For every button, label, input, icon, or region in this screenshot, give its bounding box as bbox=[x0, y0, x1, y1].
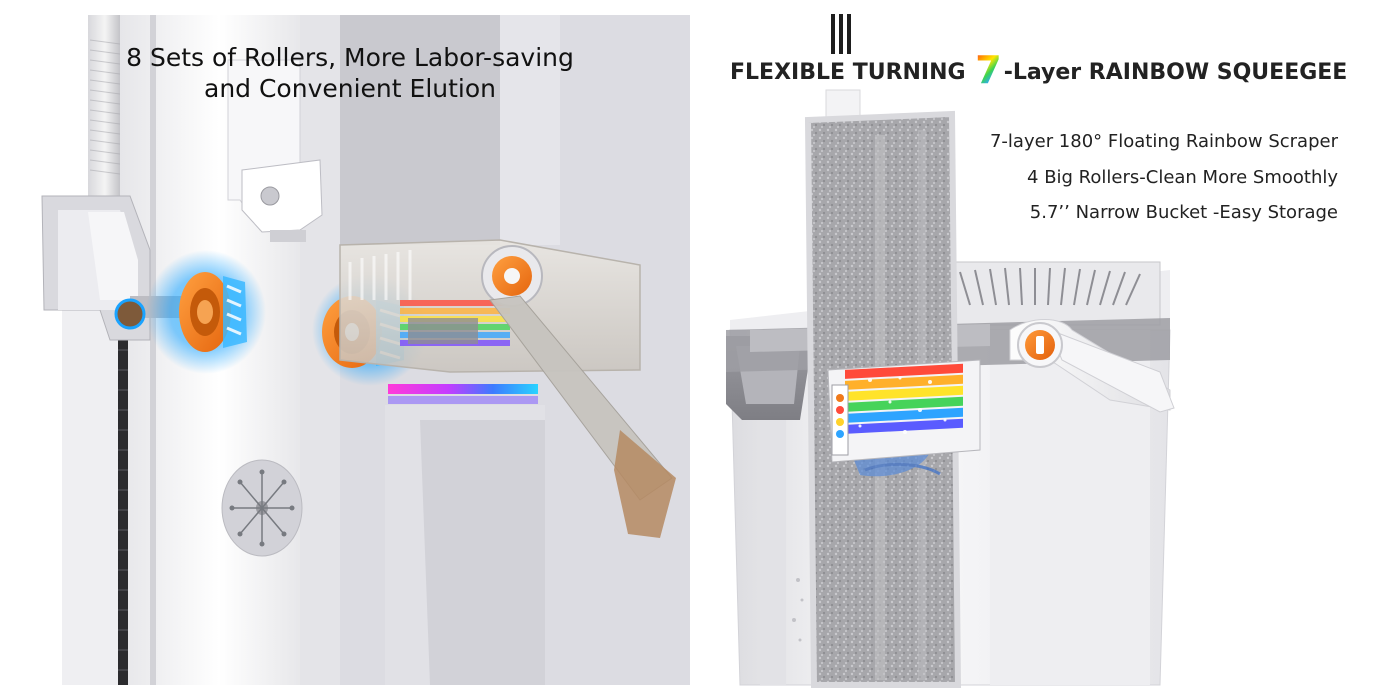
left-headline-line1: 8 Sets of Rollers, More Labor-saving bbox=[126, 43, 574, 72]
feature-list: 7-layer 180° Floating Rainbow Scraper 4 … bbox=[990, 124, 1338, 231]
roller-closeup-illustration bbox=[0, 0, 690, 700]
right-product-panel: FLEXIBLE TURNING 7-Layer RAINBOW SQUEEGE… bbox=[690, 0, 1385, 700]
left-product-panel: 8 Sets of Rollers, More Labor-saving and… bbox=[0, 0, 690, 700]
feature-item: 7-layer 180° Floating Rainbow Scraper bbox=[989, 131, 1338, 152]
feature-item: 5.7’’ Narrow Bucket -Easy Storage bbox=[1029, 202, 1338, 223]
right-headline-suffix: -Layer RAINBOW SQUEEGEE bbox=[1003, 60, 1348, 85]
feature-item: 4 Big Rollers-Clean More Smoothly bbox=[1027, 166, 1338, 188]
rainbow-rollers bbox=[845, 363, 963, 434]
right-headline: FLEXIBLE TURNING 7-Layer RAINBOW SQUEEGE… bbox=[730, 48, 1348, 92]
left-headline-line2: and Convenient Elution bbox=[204, 74, 496, 103]
bucket-mop-illustration bbox=[690, 0, 1385, 700]
seven-layer-number: 7 bbox=[975, 48, 1002, 92]
drain-cover-icon bbox=[221, 459, 303, 557]
left-headline: 8 Sets of Rollers, More Labor-saving and… bbox=[60, 42, 640, 104]
right-headline-prefix: FLEXIBLE TURNING bbox=[730, 60, 966, 85]
